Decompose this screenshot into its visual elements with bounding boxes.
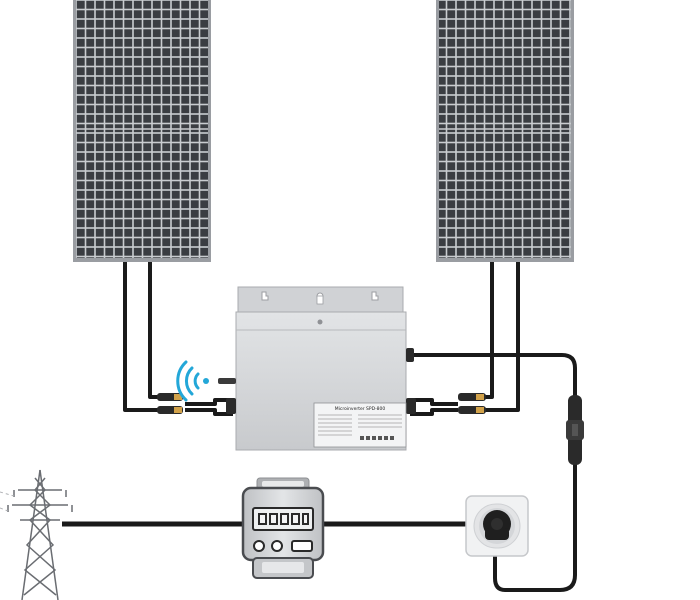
ac-output-cable: [408, 353, 577, 592]
inline-ac-connector: [566, 395, 584, 465]
mc4-connectors-right: [458, 393, 486, 414]
energy-meter-icon: [241, 477, 325, 579]
solar-panel-left: [73, 0, 211, 262]
dc-cables-left: [123, 262, 233, 416]
dc-cables-right: [410, 262, 520, 416]
power-tower-icon: [7, 469, 73, 600]
inverter-label: Microinverter SPD-800: [313, 402, 407, 448]
mc4-connectors-left: [157, 393, 183, 414]
solar-panel-right: [436, 0, 574, 262]
wifi-icon: [176, 360, 209, 402]
inverter-label-title: Microinverter SPD-800: [335, 406, 386, 412]
power-lines: [0, 491, 15, 512]
plug-icon: [483, 510, 511, 540]
